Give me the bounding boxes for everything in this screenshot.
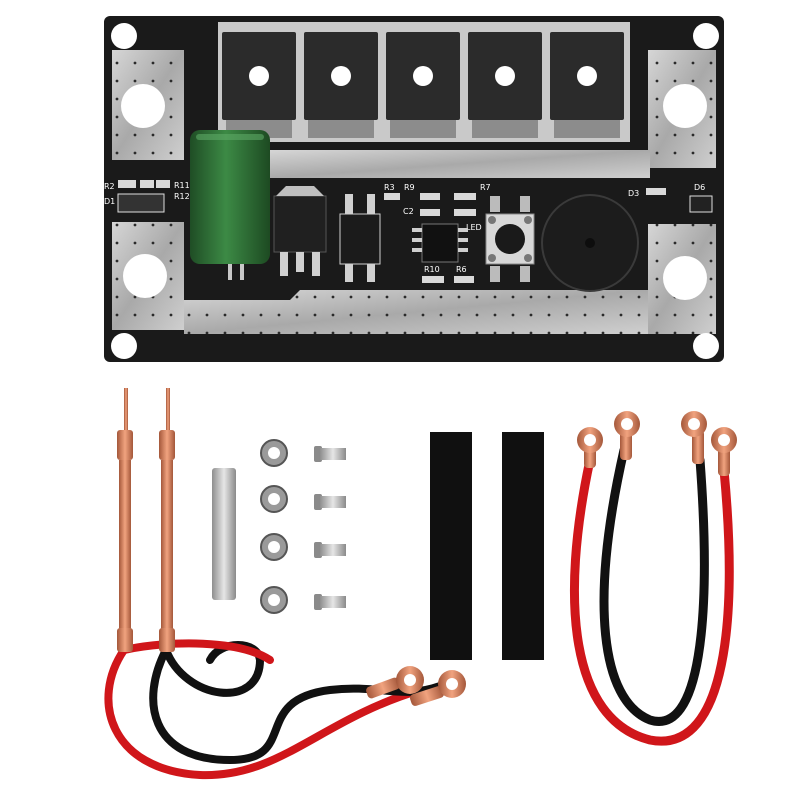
label-r12: R12 — [174, 192, 190, 201]
terminal-hole — [123, 254, 167, 298]
nuts — [260, 439, 288, 614]
mount-hole — [111, 333, 137, 359]
label-r9: R9 — [404, 183, 415, 192]
diode-d1 — [117, 193, 165, 213]
insulation-strip — [430, 432, 472, 660]
label-led: LED — [466, 223, 482, 232]
ring-terminals-right — [577, 411, 737, 476]
mount-hole — [693, 333, 719, 359]
label-r6: R6 — [456, 265, 467, 274]
terminal-hole — [121, 84, 165, 128]
label-d1: D1 — [104, 197, 115, 206]
label-d3: D3 — [628, 189, 639, 198]
screws — [314, 446, 346, 610]
label-r3: R3 — [384, 183, 395, 192]
ring-terminal-red — [366, 666, 424, 699]
welding-pen — [159, 388, 175, 652]
label-r11: R11 — [174, 181, 190, 190]
nickel-strip — [212, 468, 236, 600]
label-d6: D6 — [694, 183, 705, 192]
terminal-hole — [663, 84, 707, 128]
mount-hole — [693, 23, 719, 49]
label-r10: R10 — [424, 265, 440, 274]
sensor-d6 — [689, 195, 713, 213]
transistor — [339, 194, 381, 282]
voltage-regulator — [273, 186, 327, 276]
mount-hole — [111, 23, 137, 49]
capacitor — [190, 130, 270, 280]
welding-pen — [117, 388, 133, 652]
label-c2: C2 — [403, 207, 414, 216]
ring-terminal-black — [410, 670, 466, 706]
label-r7: R7 — [480, 183, 491, 192]
chip — [412, 223, 468, 263]
battery-cables — [569, 445, 734, 746]
plated-bus-top — [270, 150, 650, 178]
insulation-strip — [502, 432, 544, 660]
buzzer — [541, 194, 639, 292]
trigger-button — [485, 196, 535, 282]
terminal-hole — [663, 256, 707, 300]
welding-pen-cables — [104, 639, 444, 780]
mosfet-array — [218, 22, 630, 142]
pcb-board: R2 D1 R11 R12 R3 R9 R7 C2 LED R10 R6 D3 … — [104, 16, 724, 362]
label-r2: R2 — [104, 182, 115, 191]
